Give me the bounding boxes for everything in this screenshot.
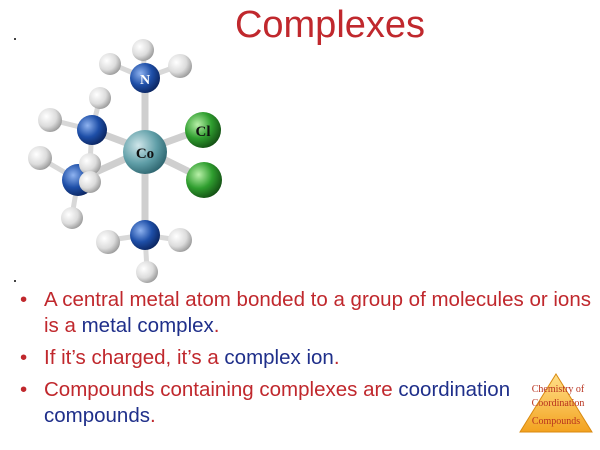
bullet-item: Compounds containing complexes are coord… <box>14 377 594 429</box>
badge-line-3: Compounds <box>532 416 580 427</box>
stray-dot <box>14 280 16 282</box>
bullet-punct: . <box>213 314 220 337</box>
nitrogen-label: N <box>140 73 150 88</box>
complex-molecule-diagram: N Co Cl <box>28 39 222 283</box>
hydrogen-atom-front <box>79 171 101 193</box>
bullet-item: A central metal atom bonded to a group o… <box>14 287 594 339</box>
key-term: metal complex <box>81 314 214 337</box>
bullet-text: If it’s charged, it’s a <box>44 346 225 369</box>
badge-line-1: Chemistry of <box>532 384 585 395</box>
bullet-item: If it’s charged, it’s a complex ion. <box>14 345 594 371</box>
bullet-text: A central metal atom bonded to a group o… <box>44 288 591 337</box>
slide-title: Complexes <box>234 4 426 46</box>
chlorine-label: Cl <box>196 124 211 140</box>
cobalt-atom <box>123 130 167 174</box>
badge-line-2: Coordination <box>532 398 585 409</box>
badge-triangle <box>519 373 593 433</box>
bullet-text: Compounds containing complexes are <box>44 378 399 401</box>
bullet-punct: . <box>333 346 340 369</box>
cobalt-label: Co <box>136 146 154 162</box>
bullet-list: A central metal atom bonded to a group o… <box>14 287 594 435</box>
chapter-badge: Chemistry of Coordination Compounds <box>519 373 593 433</box>
nitrogen-atoms <box>62 63 160 250</box>
hydrogen-atoms <box>28 39 192 283</box>
key-term: coordination compounds <box>44 378 511 427</box>
bullet-punct: . <box>149 404 156 427</box>
stray-dot <box>14 38 16 40</box>
key-term: complex ion <box>224 346 334 369</box>
chlorine-atoms <box>185 112 222 198</box>
hydrogen-atom-front <box>79 153 101 175</box>
